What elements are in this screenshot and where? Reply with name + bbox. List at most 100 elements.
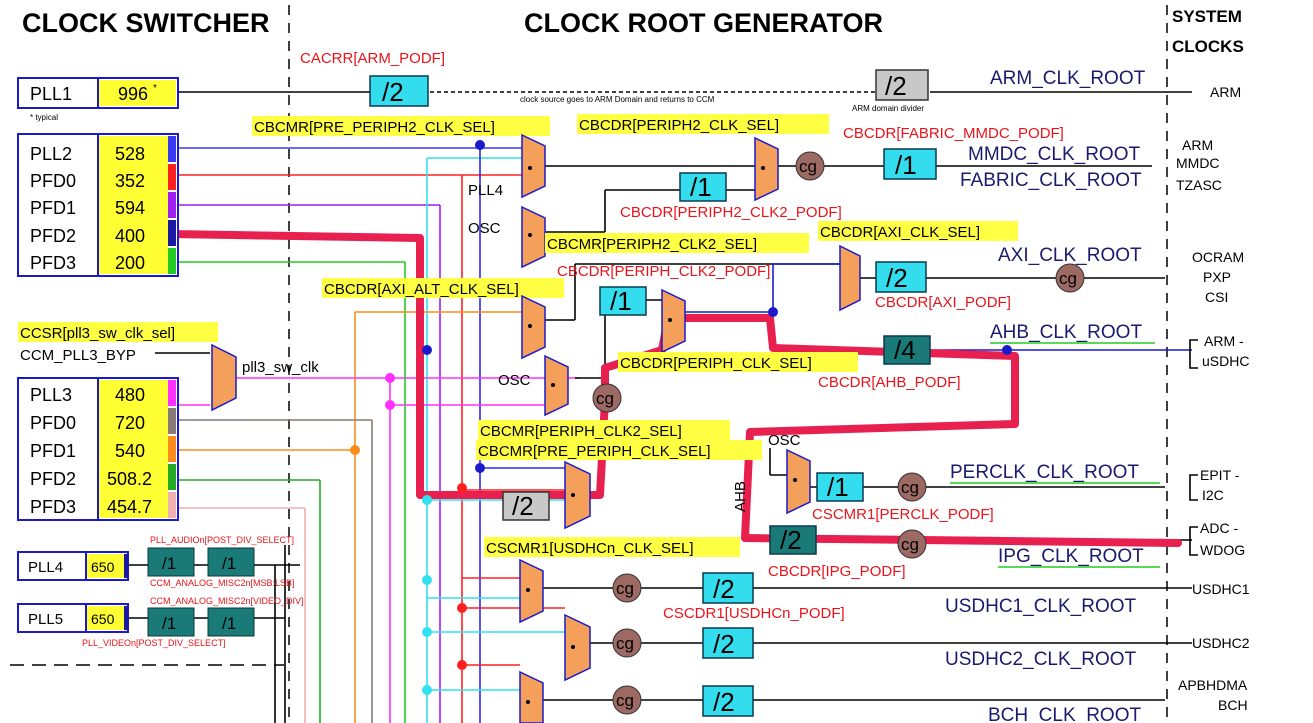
pll4-div-2: /1	[222, 554, 236, 573]
periph-clk-mux	[661, 288, 686, 354]
pll5-value: 650	[91, 611, 115, 627]
sys-apbhdma: APBHDMA	[1178, 677, 1248, 693]
cbcmr-periph2-clk2-sel-label: CBCMR[PERIPH2_CLK2_SEL]	[547, 236, 757, 253]
usdhc2-podf-divider	[702, 627, 754, 659]
highlight-path	[166, 230, 1182, 547]
arm-podf-divider	[369, 75, 429, 107]
ahb-podf-divider	[883, 335, 931, 365]
pll-audio-post-div-label: PLL_AUDIOn[POST_DIV_SELECT]	[150, 535, 294, 545]
pll1-value: 996	[118, 84, 148, 104]
cbcdr-periph-clk-sel-label: CBCDR[PERIPH_CLK_SEL]	[620, 355, 812, 372]
pll2-row-1-value: 352	[115, 171, 145, 191]
pll4-value: 650	[91, 559, 115, 575]
usdhc1-podf-divider-text: /2	[713, 574, 735, 604]
usdhc2-cg-text: cg	[616, 634, 634, 653]
pll1-typical-note: * typical	[30, 113, 58, 122]
pll3-row-2-value: 540	[115, 441, 145, 461]
sys-pxp: PXP	[1203, 269, 1231, 285]
pll3-sw-mux	[211, 343, 237, 412]
bch-cg-text: cg	[616, 691, 634, 710]
ccm-pll3-byp-label: CCM_PLL3_BYP	[20, 347, 136, 364]
cbcmr-periph-clk2-sel-bg	[478, 420, 730, 440]
pre-periph-gray-divider	[502, 491, 550, 521]
ipg-cg-gate	[897, 529, 927, 559]
axi-clk-root-label: AXI_CLK_ROOT	[998, 245, 1142, 266]
pll3-row-1-name: PFD0	[30, 413, 76, 433]
pll3-sw-clk-label: pll3_sw_clk	[242, 359, 319, 376]
pll1-mark: *	[153, 83, 157, 94]
sys-ahb-1: ARM -	[1204, 333, 1244, 349]
cbcdr-periph2-clk-sel-bg	[577, 114, 829, 134]
ipg-podf-divider-text: /2	[780, 525, 802, 555]
cbcmr-pre-periph-clk-sel-label: CBCMR[PRE_PERIPH_CLK_SEL]	[478, 443, 711, 460]
axi-cg-gate	[1055, 263, 1085, 293]
pll5-source	[17, 603, 129, 633]
pll-video-post-div-label: PLL_VIDEOn[POST_DIV_SELECT]	[82, 638, 226, 648]
pll4-name: PLL4	[28, 559, 63, 576]
cbcdr-fabric-mmdc-podf-label: CBCDR[FABRIC_MMDC_PODF]	[843, 125, 1064, 142]
sys-epit-1: EPIT -	[1200, 467, 1240, 483]
fabric-mmdc-podf-divider-text: /1	[895, 150, 917, 180]
pll5-div-box-1	[147, 607, 195, 637]
usdhc2-podf-divider-text: /2	[713, 629, 735, 659]
bch-podf-divider	[702, 685, 754, 717]
cbcmr-pre-periph-clk-sel-bg	[476, 440, 762, 460]
ahb-clk-root-label: AHB_CLK_ROOT	[990, 322, 1142, 343]
ipg-podf-divider	[769, 525, 817, 555]
clock-source-note: clock source goes to ARM Domain and retu…	[520, 95, 715, 104]
usdhc1-cg-gate	[612, 573, 642, 603]
usdhc2-clk-root-label: USDHC2_CLK_ROOT	[945, 649, 1136, 670]
axi-podf-divider	[875, 261, 927, 293]
system-clocks-header-line1: SYSTEM	[1172, 7, 1242, 26]
ahb-podf-divider-text: /4	[894, 335, 916, 365]
pll1-source: PLL1 996 * * typical	[17, 77, 179, 122]
cbcmr-pre-periph2-bg	[252, 116, 550, 136]
pll2-row-2-name: PFD1	[30, 198, 76, 218]
cbcdr-axi-podf-label: CBCDR[AXI_PODF]	[875, 294, 1011, 311]
cscdr1-usdhcn-podf-label: CSCDR1[USDHCn_PODF]	[663, 605, 845, 622]
osc-input-label-3: OSC	[768, 432, 801, 449]
cbcdr-periph-clk2-podf-label: CBCDR[PERIPH_CLK2_PODF]	[557, 263, 770, 280]
cbcmr-periph-clk2-sel-label: CBCMR[PERIPH_CLK2_SEL]	[480, 423, 682, 440]
periph2-clk2-podf-divider-text: /1	[690, 172, 712, 202]
cscmr1-perclk-podf-label: CSCMR1[PERCLK_PODF]	[812, 506, 994, 523]
usdhc1-clk-root-label: USDHC1_CLK_ROOT	[945, 596, 1136, 617]
clock-switcher-header: CLOCK SWITCHER	[22, 8, 269, 38]
sys-arm-mmdc-1: ARM	[1182, 137, 1213, 153]
ccm-analog-misc2-msb-lsb-label: CCM_ANALOG_MISC2n[MSB:LSB]	[150, 578, 295, 588]
cacrr-arm-podf-label: CACRR[ARM_PODF]	[300, 50, 445, 67]
cbcdr-ipg-podf-label: CBCDR[IPG_PODF]	[768, 563, 906, 580]
cbcdr-axi-clk-sel-label: CBCDR[AXI_CLK_SEL]	[820, 224, 980, 241]
cbcmr-pre-periph2-label: CBCMR[PRE_PERIPH2_CLK_SEL]	[254, 119, 495, 136]
pll3-row-2-name: PFD1	[30, 441, 76, 461]
pll4-div-1: /1	[162, 554, 176, 573]
ccsr-pll3-sw-clk-sel-label: CCSR[pll3_sw_clk_sel]	[20, 325, 175, 342]
sys-ahb-2: uSDHC	[1202, 353, 1249, 369]
cbcdr-axi-alt-clk-sel-bg	[322, 278, 564, 298]
cbcdr-axi-clk-sel-bg	[818, 221, 1018, 241]
pll2-row-3-name: PFD2	[30, 226, 76, 246]
bch-mux	[519, 670, 544, 723]
mmdc-cg-gate	[795, 151, 825, 181]
pll3-row-3-name: PFD2	[30, 469, 76, 489]
mmdc-clk-root-label: MMDC_CLK_ROOT	[968, 144, 1140, 165]
sys-adc-2: WDOG	[1200, 542, 1245, 558]
pll2-source-group	[17, 133, 179, 277]
ipg-cg-text: cg	[901, 535, 919, 554]
pll3-row-4-value: 454.7	[107, 497, 152, 517]
cscmr1-usdhcn-clk-sel-label: CSCMR1[USDHCn_CLK_SEL]	[486, 540, 694, 557]
sys-epit-2: I2C	[1202, 487, 1224, 503]
perclk-podf-divider-text: /1	[827, 472, 849, 502]
pll2-row-0-value: 528	[115, 144, 145, 164]
clock-root-generator-header: CLOCK ROOT GENERATOR	[524, 8, 883, 38]
axi-cg-text: cg	[1059, 269, 1077, 288]
cbcdr-ahb-podf-label: CBCDR[AHB_PODF]	[818, 374, 961, 391]
arm-domain-divider	[875, 69, 929, 101]
sys-usdhc1: USDHC1	[1192, 581, 1250, 597]
usdhc1-mux	[519, 558, 544, 624]
sys-arm-mmdc-3: TZASC	[1176, 177, 1222, 193]
bch-cg-gate	[612, 685, 642, 715]
fabric-mmdc-podf-divider	[883, 148, 937, 180]
cbcdr-periph2-clk2-podf-label: CBCDR[PERIPH2_CLK2_PODF]	[620, 204, 842, 221]
